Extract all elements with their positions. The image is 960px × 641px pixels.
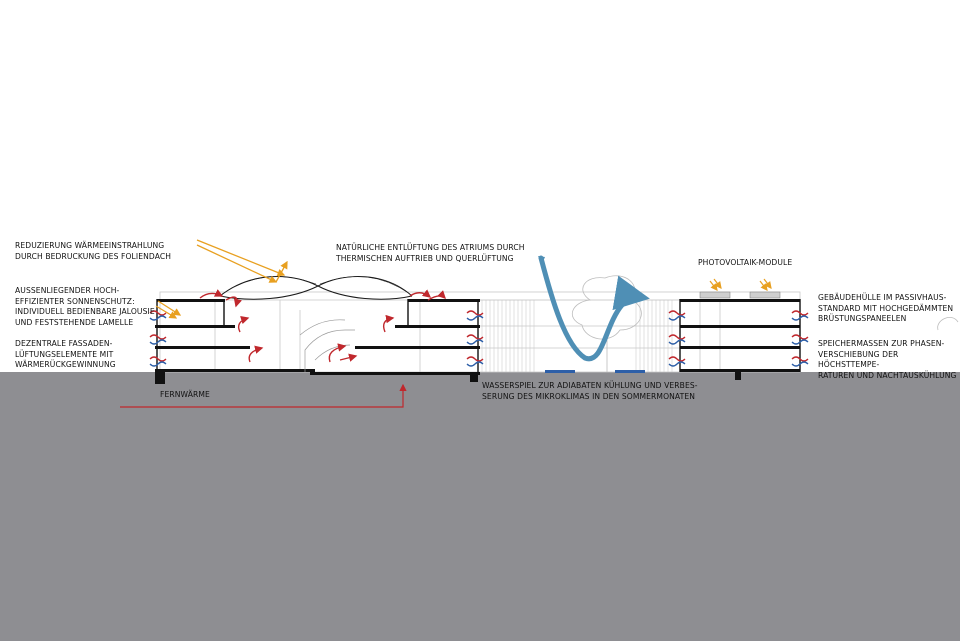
water-feature-flow	[538, 255, 650, 373]
label-photovoltaic: PHOTOVOLTAIK-MODULE	[698, 258, 793, 267]
ground	[0, 372, 960, 641]
pv-panels	[699, 278, 781, 299]
facade-ventilation-arrows	[149, 310, 809, 367]
label-facade-ventilation: DEZENTRALE FASSADEN- LÜFTUNGSELEMENTE MI…	[15, 339, 116, 369]
label-passive-house: GEBÄUDEHÜLLE IM PASSIVHAUS- STANDARD MIT…	[818, 293, 954, 323]
label-district-heating: FERNWÄRME	[160, 390, 210, 399]
background-structure	[159, 291, 801, 373]
foil-roof	[219, 276, 413, 300]
label-sun-shading: AUSSENLIEGENDER HOCH- EFFIZIENTER SONNEN…	[15, 286, 155, 327]
sun-ray-arrows	[155, 239, 288, 319]
floor-slabs	[155, 299, 800, 384]
atrium-glass-hatch	[481, 300, 673, 372]
label-atrium-ventilation: NATÜRLICHE ENTLÜFTUNG DES ATRIUMS DURCH …	[336, 243, 525, 263]
atrium-stair	[299, 319, 355, 372]
label-roof-print: REDUZIERUNG WÄRMEEINSTRAHLUNG DURCH BEDR…	[15, 241, 172, 261]
label-water-feature: WASSERSPIEL ZUR ADIABATEN KÜHLUNG UND VE…	[482, 381, 698, 401]
label-storage-mass: SPEICHERMASSEN ZUR PHASEN- VERSCHIEBUNG …	[818, 339, 957, 380]
warm-air-arrows	[120, 289, 446, 408]
